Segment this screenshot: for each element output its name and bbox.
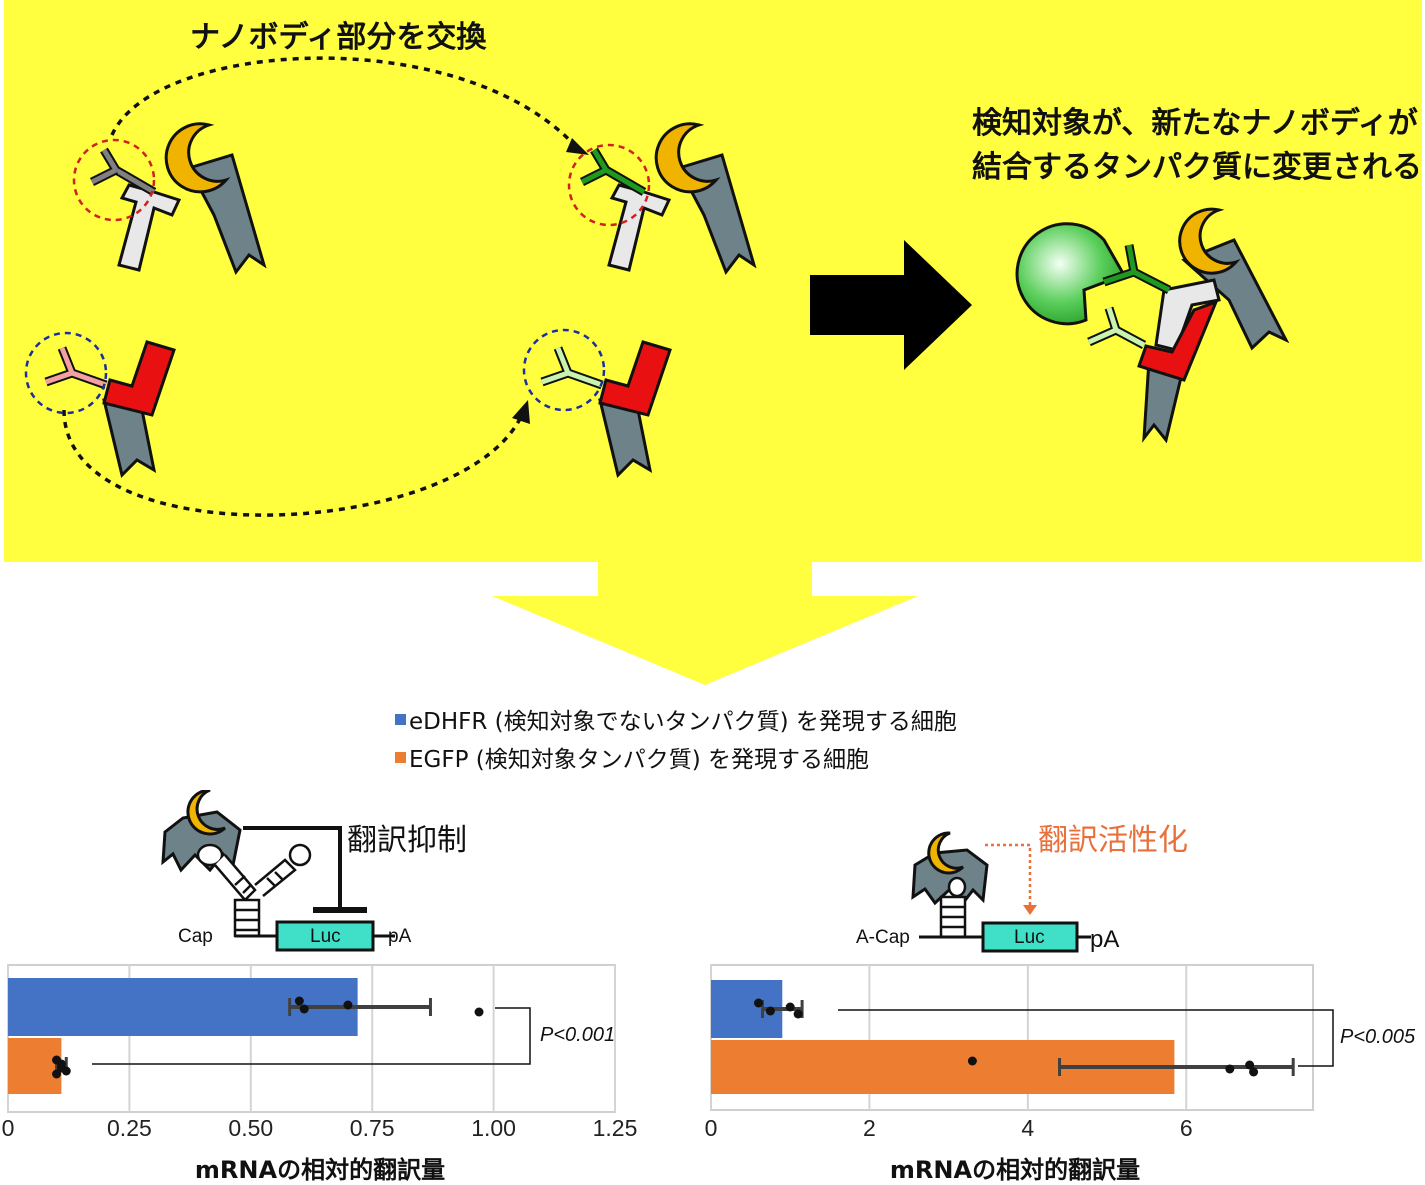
x-tick-label: 4 — [1021, 1115, 1035, 1141]
highlight-circle-red — [567, 143, 651, 227]
data-point — [1225, 1064, 1235, 1074]
legend-label: EGFP (検知対象タンパク質) を発現する細胞 — [409, 747, 870, 773]
highlight-circle-red — [72, 138, 156, 222]
data-point — [967, 1056, 977, 1066]
arrowhead-bottom-icon — [512, 400, 530, 424]
data-point — [294, 996, 304, 1006]
x-tick-label: 0 — [1, 1115, 15, 1141]
legend-item-egfp: EGFP (検知対象タンパク質) を発現する細胞 — [395, 740, 869, 774]
down-arrow-icon — [492, 560, 918, 685]
data-point — [765, 1006, 775, 1016]
data-point — [61, 1066, 71, 1076]
luc-label: Luc — [310, 926, 341, 947]
sensor-unit-green — [567, 122, 757, 276]
legend-label: eDHFR (検知対象でないタンパク質) を発現する細胞 — [409, 709, 957, 735]
data-point — [793, 1009, 803, 1019]
x-tick-label: 0 — [704, 1115, 718, 1141]
legend-swatch-orange — [395, 751, 406, 763]
x-tick-label: 6 — [1179, 1115, 1193, 1141]
luc-label: Luc — [1014, 927, 1045, 948]
bar-charts — [7, 964, 1334, 1113]
luc-box — [981, 921, 1079, 953]
result-line-2: 結合するタンパク質に変更される — [972, 150, 1422, 185]
data-point — [785, 1002, 795, 1012]
moon-icon — [1178, 207, 1241, 275]
acap-label: A-Cap — [856, 927, 910, 948]
moon-icon — [186, 790, 227, 836]
nanobody-green-icon — [1103, 244, 1171, 293]
nanobody-lightgreen-icon — [1087, 307, 1146, 348]
luc-box — [275, 920, 375, 952]
highlight-circle-blue — [24, 331, 108, 415]
x-tick-label: 2 — [863, 1115, 876, 1141]
x-axis-label-left: mRNAの相対的翻訳量 — [194, 1156, 446, 1184]
repression-line — [243, 826, 342, 908]
protein-red-l — [598, 340, 672, 417]
activation-arrowhead-icon — [1023, 905, 1037, 915]
cap-label: Cap — [178, 926, 213, 947]
activation-diagram — [911, 831, 1091, 953]
protein-white-t — [117, 183, 182, 272]
swap-panel — [4, 0, 1422, 562]
x-tick-label: 0.50 — [228, 1115, 274, 1141]
moon-icon — [164, 122, 231, 194]
moon-icon — [654, 122, 721, 194]
rna-stem-icon — [939, 876, 967, 939]
legend-item-edhfr: eDHFR (検知対象でないタンパク質) を発現する細胞 — [395, 702, 957, 736]
sensor-unit-pink — [24, 331, 176, 478]
activation-line — [985, 843, 1032, 905]
protein-white-t — [607, 183, 672, 272]
arrowhead-top-icon — [566, 138, 589, 155]
repression-diagram — [161, 790, 395, 952]
big-arrow-icon — [810, 240, 972, 370]
data-point — [754, 998, 764, 1008]
result-complex — [1015, 207, 1290, 444]
sensor-unit-gray — [72, 122, 267, 276]
x-tick-label: 1.00 — [471, 1115, 516, 1141]
nanobody-lightgreen-icon — [541, 347, 603, 388]
panel-background — [4, 0, 1422, 562]
moon-icon — [927, 831, 965, 875]
significance-bracket — [838, 1009, 1334, 1067]
data-point — [1245, 1060, 1255, 1070]
repression-label: 翻訳抑制 — [347, 823, 467, 858]
pvalue-right: P<0.005 — [1340, 1026, 1416, 1048]
data-point — [1249, 1067, 1259, 1077]
swap-panel-art — [4, 0, 1422, 562]
significance-bracket — [92, 1007, 531, 1065]
x-tick-label: 0.25 — [107, 1115, 152, 1141]
data-point — [52, 1069, 62, 1079]
pa-label: pA — [1090, 926, 1120, 953]
rna-hairpin-icon — [196, 843, 312, 938]
data-point — [56, 1059, 66, 1069]
nanobody-pink-icon — [45, 347, 107, 388]
swap-arrow-top — [110, 56, 581, 152]
protein-red-l — [102, 340, 176, 417]
activation-label: 翻訳活性化 — [1038, 823, 1188, 858]
sensor-unit-lightgreen — [522, 328, 672, 478]
result-line-1: 検知対象が、新たなナノボディが — [972, 106, 1418, 141]
protein-red-l — [1137, 299, 1219, 382]
data-point — [474, 1007, 484, 1017]
protein-white-t — [1154, 278, 1221, 352]
x-tick-label: 1.25 — [592, 1115, 638, 1141]
data-point — [343, 1000, 353, 1010]
swap-label: ナノボディ部分を交換 — [190, 20, 487, 55]
highlight-circle-blue — [522, 328, 606, 412]
nanobody-gray-icon — [90, 148, 119, 185]
pvalue-left: P<0.001 — [540, 1024, 616, 1046]
legend-swatch-blue — [395, 713, 406, 725]
data-point — [299, 1004, 309, 1014]
pa-label: pA — [388, 926, 412, 947]
x-tick-label: 0.75 — [349, 1115, 395, 1141]
x-axis-label-right: mRNAの相対的翻訳量 — [889, 1156, 1141, 1184]
bar — [8, 1038, 62, 1094]
target-protein-green — [1015, 222, 1127, 326]
ribosome-protein — [911, 848, 989, 906]
nanobody-green-icon — [580, 148, 646, 195]
